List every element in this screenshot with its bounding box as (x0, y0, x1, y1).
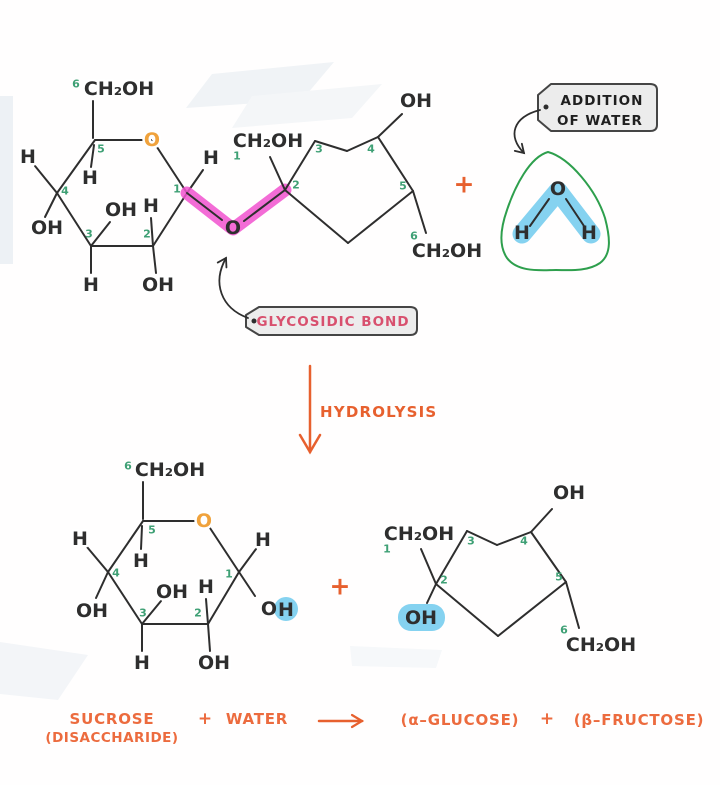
bottom-glucose: 6 CH₂OH O H H H OH OH H H OH O H 5 4 3 2… (70, 457, 298, 677)
glycosidic-bond-callout: GLYCOSIDIC BOND (216, 256, 418, 336)
atom-label-h: H (133, 550, 149, 572)
atom-label-h: H (143, 195, 159, 217)
equation-plus1: + (198, 709, 212, 729)
carbon-number: 5 (148, 524, 156, 537)
equation-reactant1-sub: (DISACCHARIDE) (45, 730, 178, 746)
carbon-number: 2 (194, 607, 202, 620)
glycosidic-oxygen-label: O (225, 217, 241, 239)
addition-of-water-callout: ADDITION OF WATER (513, 83, 658, 155)
top-glucose: 6 CH₂OH O H OH H OH H H OH H 5 4 3 2 1 (18, 76, 222, 299)
tag-hole-icon (251, 318, 257, 324)
reaction-equation: SUCROSE (DISACCHARIDE) + WATER (α–GLUCOS… (45, 709, 705, 746)
carbon-number: 6 (124, 460, 132, 473)
atom-label-h-highlighted: H (278, 599, 294, 621)
curved-arrow (513, 109, 541, 155)
atom-label-ch2oh: CH₂OH (135, 459, 205, 481)
carbon-number: 3 (85, 228, 93, 241)
carbon-number: 3 (315, 143, 323, 156)
equation-product1: (α–GLUCOSE) (401, 711, 520, 729)
atom-label-h: H (198, 576, 214, 598)
atom-label-oh: OH (105, 199, 137, 221)
callout-tag-box (537, 83, 658, 132)
carbon-number: 4 (112, 567, 120, 580)
atom-label-ch2oh: CH₂OH (233, 130, 303, 152)
top-fructose: 1 CH₂OH OH 6 CH₂OH 2 3 4 5 (230, 88, 484, 265)
atom-label-oh: OH (198, 652, 230, 674)
water-hydrogen-label: H (514, 222, 530, 244)
bottom-fructose: 1 CH₂OH OH 6 CH₂OH OH 2 3 4 5 (381, 480, 638, 659)
atom-label-ch2oh: CH₂OH (412, 240, 482, 262)
addition-label-line1: ADDITION (561, 93, 644, 109)
hydroxyl-highlight (398, 604, 445, 631)
carbon-number: 4 (367, 143, 375, 156)
bottom-glucose-bonds (86, 481, 257, 652)
plus-sign-top: + (454, 170, 475, 199)
hydrolysis-step: HYDROLYSIS (298, 364, 437, 455)
glycosidic-bond-label: GLYCOSIDIC BOND (256, 314, 409, 330)
top-fructose-bonds (269, 113, 427, 244)
carbon-number: 4 (61, 185, 69, 198)
atom-label-oh: OH (76, 600, 108, 622)
atom-label-oh-highlighted: OH (405, 607, 437, 629)
carbon-number: 1 (233, 150, 241, 163)
atom-label-ch2oh: CH₂OH (84, 78, 154, 100)
atom-label-oh: OH (400, 90, 432, 112)
carbon-number: 1 (383, 543, 391, 556)
carbon-number: 3 (139, 607, 147, 620)
water-hydrogen-label: H (581, 222, 597, 244)
carbon-number: 5 (97, 143, 105, 156)
atom-label-oh: OH (156, 581, 188, 603)
tag-hole-icon (543, 104, 549, 110)
carbon-number: 2 (143, 228, 151, 241)
callout-tag-box (245, 306, 418, 336)
carbon-number: 6 (410, 230, 418, 243)
atom-label-h: H (82, 167, 98, 189)
bottom-fructose-bonds (420, 508, 580, 637)
curved-arrow (216, 256, 249, 319)
glycosidic-bond-highlight: O (180, 183, 292, 239)
hydrolysis-label: HYDROLYSIS (320, 403, 437, 421)
carbon-number: 1 (173, 183, 181, 196)
atom-label-h: H (255, 529, 271, 551)
carbon-number: 5 (399, 180, 407, 193)
ring-oxygen-label: O (196, 510, 212, 532)
equation-reactant2: WATER (226, 710, 288, 728)
carbon-number: 3 (467, 535, 475, 548)
water-circle-outline (500, 150, 610, 272)
equation-reactant1: SUCROSE (70, 710, 155, 728)
addition-label-line2: OF WATER (557, 113, 643, 129)
ring-oxygen-label: O (144, 129, 160, 151)
carbon-number: 5 (555, 571, 563, 584)
water-oxygen-label: O (550, 178, 566, 200)
atom-label-ch2oh: CH₂OH (384, 523, 454, 545)
atom-label-h: H (83, 274, 99, 296)
carbon-number: 4 (520, 535, 528, 548)
water-molecule: O H H (500, 150, 610, 272)
atom-label-h: H (20, 146, 36, 168)
atom-label-oh: OH (553, 482, 585, 504)
atom-label-h: H (203, 147, 219, 169)
equation-plus2: + (540, 709, 554, 729)
carbon-number: 2 (292, 179, 300, 192)
atom-label-oh: OH (142, 274, 174, 296)
carbon-number: 6 (72, 78, 80, 91)
atom-label-oh: OH (31, 217, 63, 239)
atom-label-h: H (134, 652, 150, 674)
hydroxyl-h-highlight (274, 597, 298, 621)
carbon-number: 1 (225, 568, 233, 581)
atom-label-o: O (261, 598, 277, 620)
atom-label-ch2oh: CH₂OH (566, 634, 636, 656)
equation-product2: (β–FRUCTOSE) (574, 711, 705, 729)
carbon-number: 6 (560, 624, 568, 637)
atom-label-h: H (72, 528, 88, 550)
plus-sign-bottom: + (330, 572, 351, 601)
carbon-number: 2 (440, 574, 448, 587)
background-watermark (0, 62, 442, 700)
